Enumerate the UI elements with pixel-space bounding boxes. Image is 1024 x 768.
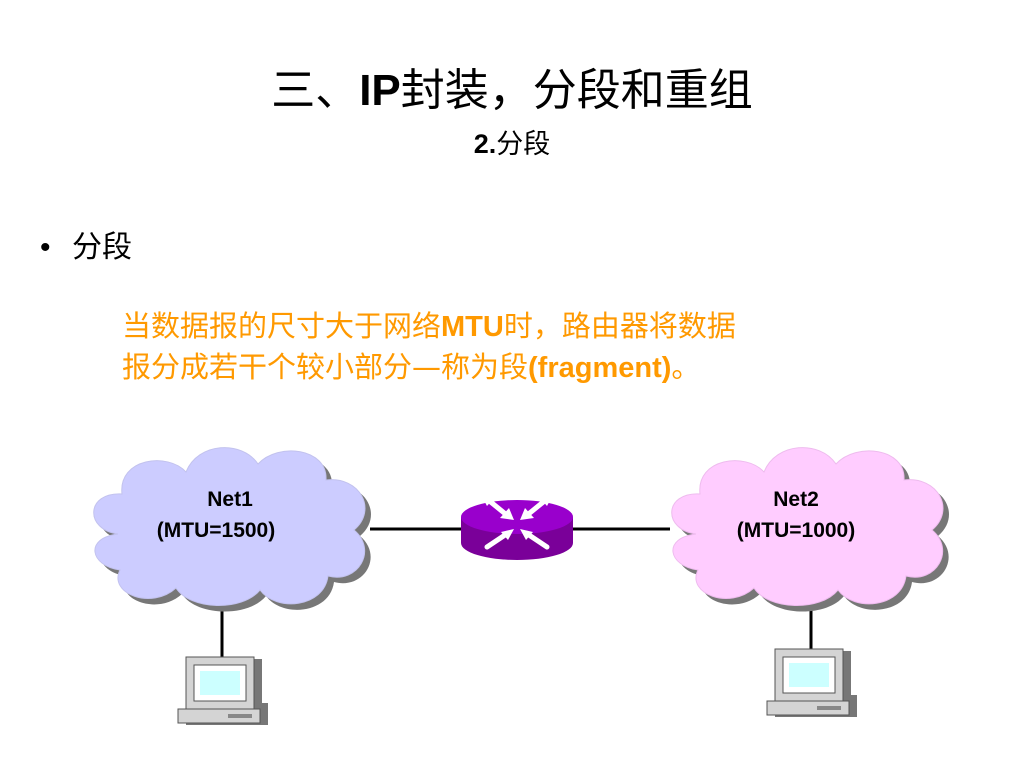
- title-bold: IP: [359, 66, 401, 115]
- net2-cloud: Net2 (MTU=1000): [671, 447, 949, 612]
- title-prefix: 三、: [271, 65, 360, 116]
- net2-mtu: (MTU=1000): [737, 519, 855, 542]
- paragraph-line1-b: 时，路由器将数据: [503, 309, 736, 343]
- title-suffix: 封装，分段和重组: [400, 65, 753, 116]
- paragraph-line-1: 当数据报的尺寸大于网络MTU时，路由器将数据: [122, 306, 882, 347]
- computer-icon: [766, 648, 857, 717]
- definition-paragraph: 当数据报的尺寸大于网络MTU时，路由器将数据 报分成若干个较小部分—称为段(fr…: [122, 306, 882, 388]
- net2-name: Net2: [773, 488, 819, 511]
- paragraph-line2-a: 报分成若干个较小部分—称为段: [122, 350, 529, 384]
- subtitle-number: 2.: [473, 129, 497, 159]
- net1-cloud: Net1 (MTU=1500): [93, 447, 371, 612]
- paragraph-line1-bold: MTU: [441, 311, 504, 343]
- net1-mtu: (MTU=1500): [157, 519, 275, 542]
- slide-subtitle: 2.分段: [0, 122, 1024, 161]
- bullet-item: • 分段: [40, 222, 132, 266]
- router-top: [461, 500, 573, 534]
- paragraph-line2-bold: (fragment): [528, 352, 672, 384]
- router-icon: [461, 495, 573, 560]
- net1-name: Net1: [207, 488, 253, 511]
- bullet-symbol: •: [40, 231, 51, 264]
- slide-title: 三、IP封装，分段和重组: [0, 54, 1024, 118]
- bullet-text: 分段: [72, 231, 132, 264]
- paragraph-line-2: 报分成若干个较小部分—称为段(fragment)。: [122, 347, 882, 388]
- paragraph-line1-a: 当数据报的尺寸大于网络: [122, 309, 442, 343]
- paragraph-line2-b: 。: [671, 350, 701, 384]
- computer-icon: [177, 656, 268, 725]
- subtitle-text: 分段: [496, 129, 551, 159]
